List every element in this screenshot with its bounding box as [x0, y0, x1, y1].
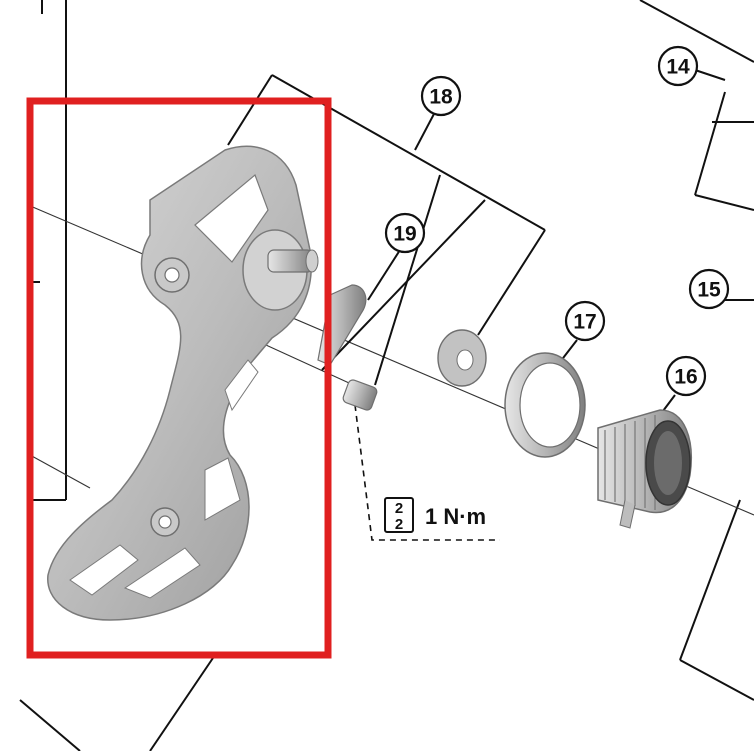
svg-text:15: 15	[697, 279, 721, 302]
callout-14: 14	[657, 45, 699, 87]
svg-text:16: 16	[674, 366, 697, 389]
callout-17: 17	[564, 300, 606, 342]
frame-lines	[19, 0, 754, 751]
part-16-spring	[597, 409, 692, 529]
torque-value: 1 N·m	[425, 504, 486, 529]
part-17-ring	[504, 352, 586, 458]
highlight-box	[26, 97, 332, 659]
tool-size-top: 2	[395, 500, 403, 517]
callout-16: 16	[665, 355, 707, 397]
callout-18: 18	[420, 75, 462, 117]
washer	[437, 329, 487, 387]
tool-icon	[384, 497, 414, 533]
leader-19	[367, 249, 401, 301]
svg-text:18: 18	[429, 86, 453, 109]
torque-spec: 2 2 1 N·m	[384, 497, 486, 533]
callout-19: 19	[384, 212, 426, 254]
rear-derailleur-plate	[47, 145, 319, 621]
svg-text:19: 19	[393, 223, 416, 246]
callout-15: 15	[688, 268, 730, 310]
leader-14	[694, 69, 726, 81]
svg-text:17: 17	[573, 311, 596, 334]
torque-leader	[354, 404, 500, 541]
tool-size-bottom: 2	[395, 516, 403, 533]
svg-text:14: 14	[666, 56, 690, 79]
